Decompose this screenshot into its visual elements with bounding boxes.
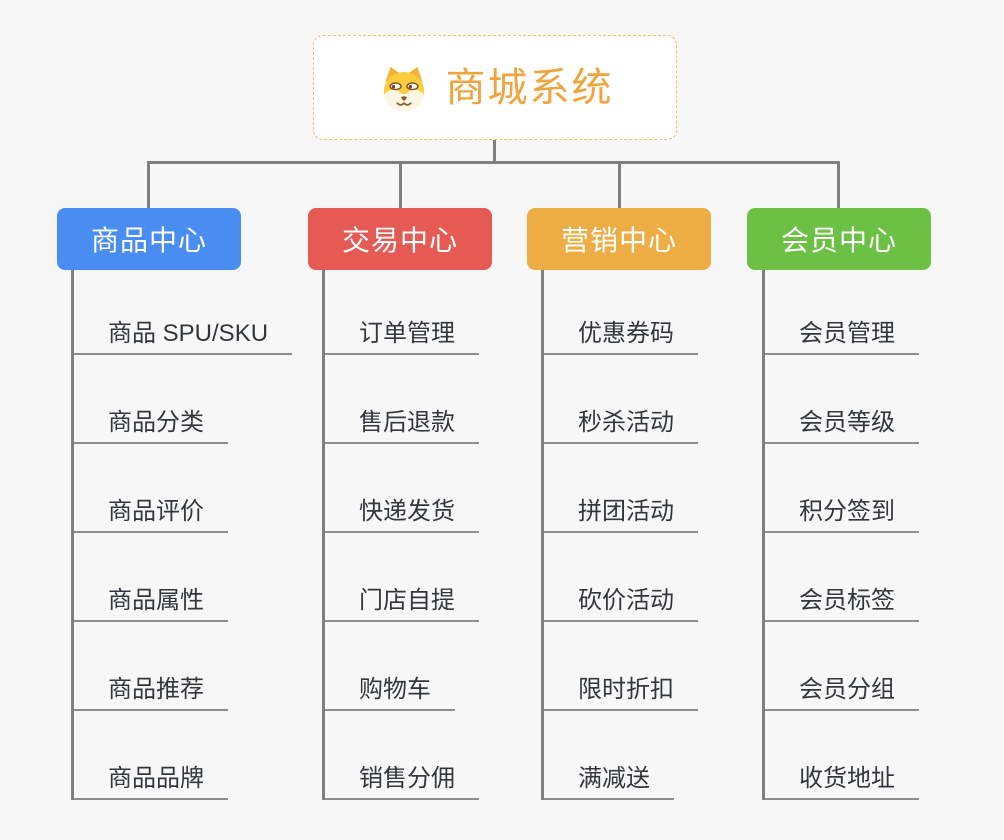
- connector-bus: [148, 161, 840, 164]
- branch-node-member-center[interactable]: 会员中心: [747, 208, 931, 270]
- subtopic-item[interactable]: 销售分佣: [325, 711, 479, 800]
- subtopic-item[interactable]: 积分签到: [765, 444, 919, 533]
- subtopic-item[interactable]: 限时折扣: [544, 622, 698, 711]
- subtopic-item[interactable]: 商品品牌: [74, 711, 228, 800]
- subtopic-item[interactable]: 砍价活动: [544, 533, 698, 622]
- subtopic-item[interactable]: 商品属性: [74, 533, 228, 622]
- branch-label: 商品中心: [90, 225, 207, 256]
- subtopic-label: 砍价活动: [578, 586, 674, 614]
- branch-items-trade-center: 订单管理 售后退款 快递发货 门店自提 购物车 销售分佣: [322, 270, 479, 800]
- connector-drop-trade: [399, 161, 402, 208]
- subtopic-item[interactable]: 会员分组: [765, 622, 919, 711]
- subtopic-label: 限时折扣: [578, 675, 674, 703]
- subtopic-label: 商品分类: [108, 408, 204, 436]
- subtopic-item[interactable]: 会员等级: [765, 355, 919, 444]
- subtopic-label: 商品属性: [108, 586, 204, 614]
- root-node[interactable]: 商城系统: [313, 35, 677, 140]
- subtopic-item[interactable]: 商品分类: [74, 355, 228, 444]
- branch-items-marketing-center: 优惠券码 秒杀活动 拼团活动 砍价活动 限时折扣 满减送: [541, 270, 698, 800]
- subtopic-item[interactable]: 收货地址: [765, 711, 919, 800]
- connector-drop-member: [837, 161, 840, 208]
- connector-drop-product: [147, 161, 150, 208]
- subtopic-item[interactable]: 会员标签: [765, 533, 919, 622]
- subtopic-item[interactable]: 会员管理: [765, 270, 919, 355]
- subtopic-item[interactable]: 门店自提: [325, 533, 479, 622]
- subtopic-label: 销售分佣: [359, 764, 455, 792]
- subtopic-item[interactable]: 满减送: [544, 711, 674, 800]
- subtopic-label: 商品推荐: [108, 675, 204, 703]
- shiba-dog-icon: [377, 63, 431, 113]
- subtopic-label: 订单管理: [359, 319, 455, 347]
- subtopic-label: 会员管理: [799, 319, 895, 347]
- subtopic-item[interactable]: 售后退款: [325, 355, 479, 444]
- subtopic-label: 商品品牌: [108, 764, 204, 792]
- subtopic-label: 会员等级: [799, 408, 895, 436]
- subtopic-label: 积分签到: [799, 497, 895, 525]
- subtopic-item[interactable]: 购物车: [325, 622, 455, 711]
- branch-label: 会员中心: [780, 225, 897, 256]
- branch-label: 营销中心: [560, 225, 677, 256]
- branch-label: 交易中心: [341, 225, 458, 256]
- subtopic-label: 门店自提: [359, 586, 455, 614]
- subtopic-item[interactable]: 快递发货: [325, 444, 479, 533]
- subtopic-item[interactable]: 订单管理: [325, 270, 479, 355]
- subtopic-item[interactable]: 秒杀活动: [544, 355, 698, 444]
- subtopic-label: 购物车: [359, 675, 431, 703]
- subtopic-item[interactable]: 优惠券码: [544, 270, 698, 355]
- subtopic-item[interactable]: 商品评价: [74, 444, 228, 533]
- branch-node-marketing-center[interactable]: 营销中心: [527, 208, 711, 270]
- subtopic-label: 会员分组: [799, 675, 895, 703]
- connector-root-stub: [493, 140, 496, 164]
- connector-drop-marketing: [618, 161, 621, 208]
- subtopic-label: 快递发货: [359, 497, 455, 525]
- subtopic-label: 满减送: [578, 764, 650, 792]
- branch-node-trade-center[interactable]: 交易中心: [308, 208, 492, 270]
- subtopic-label: 售后退款: [359, 408, 455, 436]
- root-label: 商城系统: [445, 65, 614, 110]
- branch-items-product-center: 商品 SPU/SKU 商品分类 商品评价 商品属性 商品推荐 商品品牌: [71, 270, 293, 800]
- subtopic-item[interactable]: 商品推荐: [74, 622, 228, 711]
- subtopic-label: 拼团活动: [578, 497, 674, 525]
- subtopic-item[interactable]: 拼团活动: [544, 444, 698, 533]
- subtopic-label: 秒杀活动: [578, 408, 674, 436]
- branch-node-product-center[interactable]: 商品中心: [57, 208, 241, 270]
- subtopic-label: 优惠券码: [578, 319, 674, 347]
- subtopic-label: 会员标签: [799, 586, 895, 614]
- subtopic-label: 收货地址: [799, 764, 895, 792]
- branch-items-member-center: 会员管理 会员等级 积分签到 会员标签 会员分组 收货地址: [762, 270, 919, 800]
- subtopic-item[interactable]: 商品 SPU/SKU: [74, 270, 293, 355]
- subtopic-label: 商品评价: [108, 497, 204, 525]
- subtopic-label: 商品 SPU/SKU: [108, 319, 269, 347]
